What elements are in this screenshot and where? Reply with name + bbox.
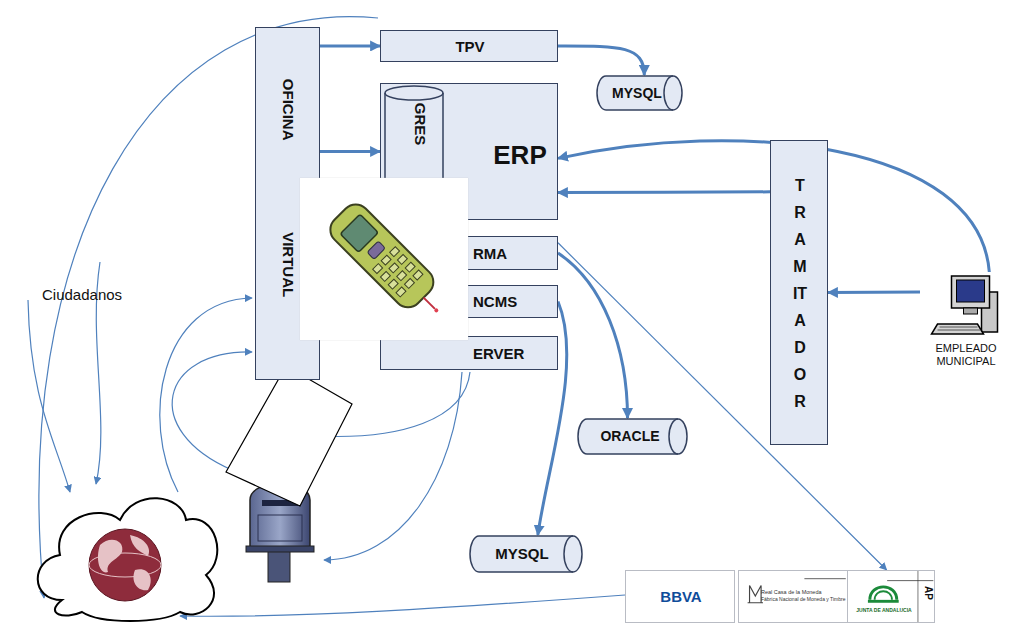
node-text: MYSQL — [612, 85, 662, 101]
bank-to-web — [180, 595, 625, 616]
database-cylinder: MYSQL — [470, 535, 583, 573]
node-text: NCMS — [473, 293, 517, 310]
screen — [957, 280, 985, 302]
cylinder-end — [669, 419, 678, 454]
mobile-phone — [300, 178, 468, 340]
junta-logo: JUNTA DE ANDALUCIA AP — [847, 570, 935, 623]
node-text: BBVA — [660, 588, 701, 605]
node-text: Real Casa de la Moneda — [761, 589, 822, 595]
node-text: JUNTA DE ANDALUCIA — [856, 608, 911, 614]
node-text: ERP — [493, 141, 546, 171]
node-text: GRES — [411, 103, 428, 146]
mint-m — [748, 585, 763, 602]
globe — [89, 529, 161, 601]
cylinder-body — [578, 419, 687, 454]
cylinder-body — [597, 76, 682, 110]
database-cylinder: ORACLE — [578, 418, 688, 455]
junta-divider — [917, 571, 918, 622]
cylinder-end — [664, 76, 673, 110]
keyboard-keys — [938, 327, 981, 330]
internet-cloud — [38, 498, 218, 621]
node-text: ERVER — [473, 345, 524, 362]
node-text: ORACLE — [600, 428, 659, 444]
mint-divider — [804, 578, 845, 579]
connector-arrow — [828, 291, 920, 295]
process-box: TPV — [380, 30, 558, 62]
connector-arrow — [320, 150, 380, 153]
connector-arrow — [320, 45, 380, 48]
cylinder-top — [385, 93, 443, 100]
cylinder-body — [470, 536, 582, 572]
mint-logo: Real Casa de la MonedaFábrica Nacional d… — [738, 570, 853, 623]
connector-arrow — [558, 243, 887, 570]
node-text: EMPLEADO MUNICIPAL — [920, 342, 1012, 367]
bank-logo: BBVA — [625, 570, 735, 623]
node-text: RMA — [473, 245, 507, 262]
node-text: MYSQL — [495, 545, 548, 562]
connector-arrow — [558, 190, 770, 194]
process-box: ERVER — [380, 336, 558, 370]
database-cylinder: MYSQL — [597, 75, 683, 111]
stand — [964, 308, 978, 314]
cylinder-end — [564, 536, 573, 572]
junta-tick — [887, 580, 933, 581]
junta-arch — [875, 591, 892, 600]
letter — [226, 366, 352, 506]
node-text: AP — [922, 586, 934, 600]
keyboard — [932, 324, 984, 334]
employee-computer: EMPLEADO MUNICIPAL — [920, 272, 1016, 372]
globe-orbit — [89, 553, 161, 577]
monitor — [952, 276, 990, 308]
junta-base — [868, 600, 899, 603]
node-text: TPV — [455, 38, 484, 55]
free-label: Ciudadanos — [42, 286, 122, 303]
globe-land — [98, 535, 151, 590]
band: TRAMITADOR — [770, 140, 828, 445]
phone-picture — [300, 178, 468, 340]
node-text: Fábrica Nacional de Moneda y Timbre — [761, 597, 846, 603]
junta-arch — [870, 587, 897, 600]
connector-arrow — [558, 46, 644, 75]
junta-emblem — [848, 571, 934, 622]
node-text: OFICINA VIRTUAL — [279, 79, 296, 297]
node-text: TRAMITADOR — [792, 172, 808, 415]
citizen-arrow — [28, 300, 70, 492]
